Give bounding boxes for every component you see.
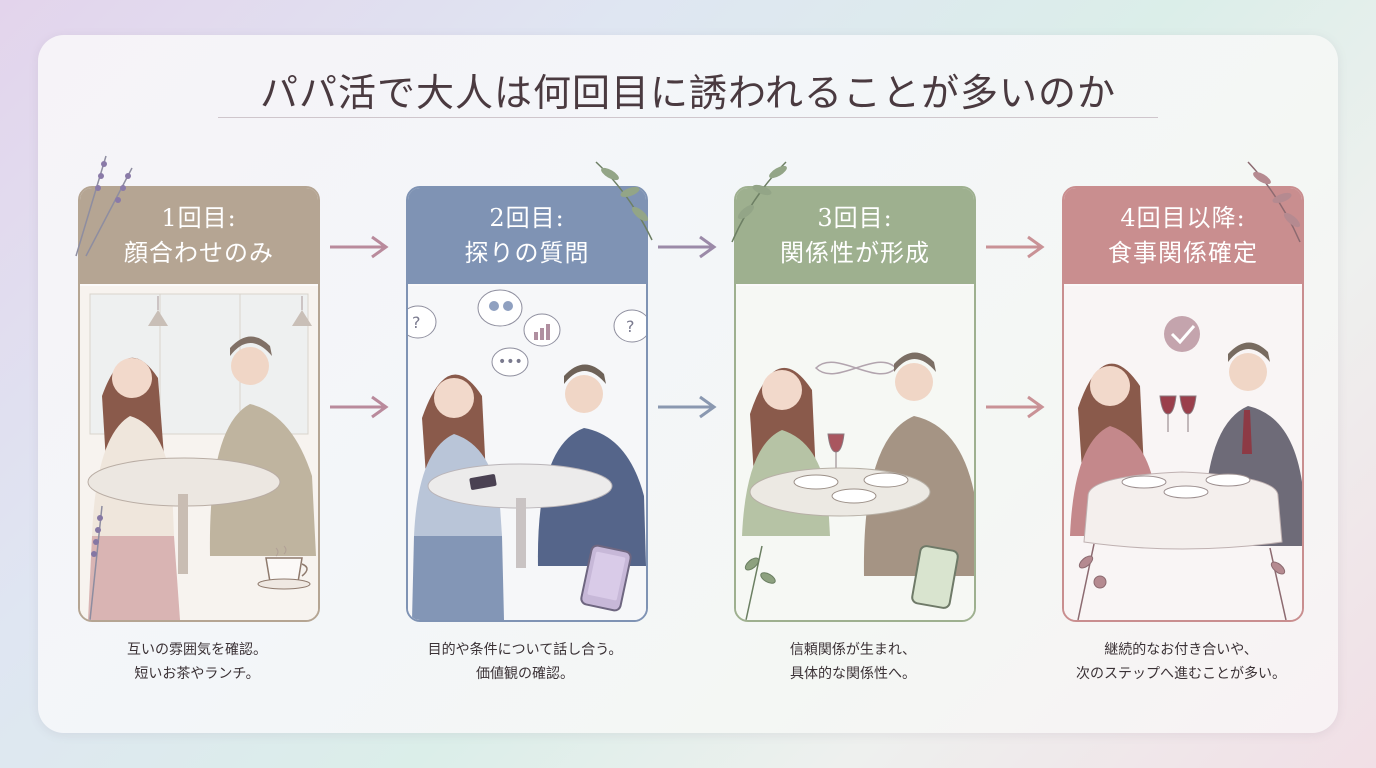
step-4-caption-line1: 継続的なお付き合いや、 bbox=[1104, 642, 1258, 658]
step-1-cafe-illustration bbox=[80, 286, 318, 620]
ellipsis-icon: ••• bbox=[491, 347, 529, 377]
step-1-caption-line2: 短いお茶やランチ。 bbox=[134, 666, 260, 682]
step-4-toast-illustration bbox=[1064, 286, 1302, 620]
checkmark-icon bbox=[1164, 316, 1200, 352]
step-3-title-line2: 関係性が形成 bbox=[780, 239, 930, 267]
wine-glass-icon bbox=[1159, 395, 1197, 432]
woman-figure bbox=[412, 374, 504, 620]
smartphone-icon bbox=[580, 544, 632, 612]
step-4-title-line1: 4回目以降: bbox=[1120, 204, 1246, 233]
step-4-caption: 継続的なお付き合いや、 次のステップへ進むことが多い。 bbox=[1031, 638, 1331, 686]
step-2-title-line1: 2回目: bbox=[489, 204, 565, 233]
arrow-right-icon bbox=[986, 235, 1045, 259]
arrow-right-icon bbox=[658, 395, 717, 419]
leaf-branch-icon bbox=[731, 161, 787, 243]
step-1-header: 1回目: 顔合わせのみ bbox=[80, 188, 318, 284]
coffee-cup-icon bbox=[257, 545, 311, 590]
question-icon: ? bbox=[408, 305, 437, 339]
step-2-title-line2: 探りの質問 bbox=[464, 239, 590, 267]
step-4-header: 4回目以降: 食事関係確定 bbox=[1064, 188, 1302, 284]
leaf-branch-icon bbox=[1077, 543, 1287, 620]
pendant-lamp-icon bbox=[148, 310, 168, 326]
arrow-right-icon bbox=[658, 235, 717, 259]
step-3-caption-line1: 信頼関係が生まれ、 bbox=[789, 642, 917, 658]
svg-text:•••: ••• bbox=[498, 354, 523, 370]
step-card-1: 1回目: 顔合わせのみ bbox=[78, 186, 320, 622]
leaf-branch-icon bbox=[1247, 161, 1301, 243]
people-chat-icon bbox=[477, 289, 523, 327]
arrow-right-icon bbox=[986, 395, 1045, 419]
question-icon: ? bbox=[613, 309, 646, 343]
step-2-caption-line1: 目的や条件について話し合う。 bbox=[427, 642, 623, 658]
step-3-title-line1: 3回目: bbox=[817, 204, 893, 233]
leaf-branch-icon bbox=[595, 161, 653, 241]
step-1-caption-line1: 互いの雰囲気を確認。 bbox=[127, 642, 267, 658]
svg-text:?: ? bbox=[626, 317, 635, 336]
step-2-header: 2回目: 探りの質問 bbox=[408, 188, 646, 284]
page-title: パパ活で大人は何回目に誘われることが多いのか bbox=[259, 71, 1117, 115]
lavender-icon bbox=[89, 505, 103, 620]
lavender-icon bbox=[75, 155, 133, 257]
step-2-caption: 目的や条件について話し合う。 価値観の確認。 bbox=[375, 638, 675, 686]
step-3-caption-line2: 具体的な関係性へ。 bbox=[790, 666, 916, 682]
step-2-conversation-illustration: ? ••• ? bbox=[408, 286, 646, 620]
arrow-right-icon bbox=[330, 395, 389, 419]
chart-icon bbox=[523, 313, 561, 347]
step-card-3: 3回目: 関係性が形成 bbox=[734, 186, 976, 622]
step-3-caption: 信頼関係が生まれ、 具体的な関係性へ。 bbox=[703, 638, 1003, 686]
smartphone-icon bbox=[911, 545, 959, 609]
step-1-title-line1: 1回目: bbox=[161, 204, 237, 233]
step-1-caption: 互いの雰囲気を確認。 短いお茶やランチ。 bbox=[47, 638, 347, 686]
svg-text:?: ? bbox=[412, 313, 421, 332]
step-card-2: 2回目: 探りの質問 ? ••• ? bbox=[406, 186, 648, 622]
step-card-4: 4回目以降: 食事関係確定 bbox=[1062, 186, 1304, 622]
wine-glass-icon bbox=[827, 433, 845, 468]
step-4-title-line2: 食事関係確定 bbox=[1108, 239, 1258, 267]
arrow-right-icon bbox=[330, 235, 389, 259]
title-divider bbox=[218, 117, 1158, 118]
step-1-title-line2: 顔合わせのみ bbox=[124, 239, 274, 267]
step-3-dinner-illustration bbox=[736, 286, 974, 620]
step-3-header: 3回目: 関係性が形成 bbox=[736, 188, 974, 284]
step-2-caption-line2: 価値観の確認。 bbox=[476, 666, 574, 682]
leaf-branch-icon bbox=[744, 545, 776, 620]
step-4-caption-line2: 次のステップへ進むことが多い。 bbox=[1076, 666, 1286, 682]
